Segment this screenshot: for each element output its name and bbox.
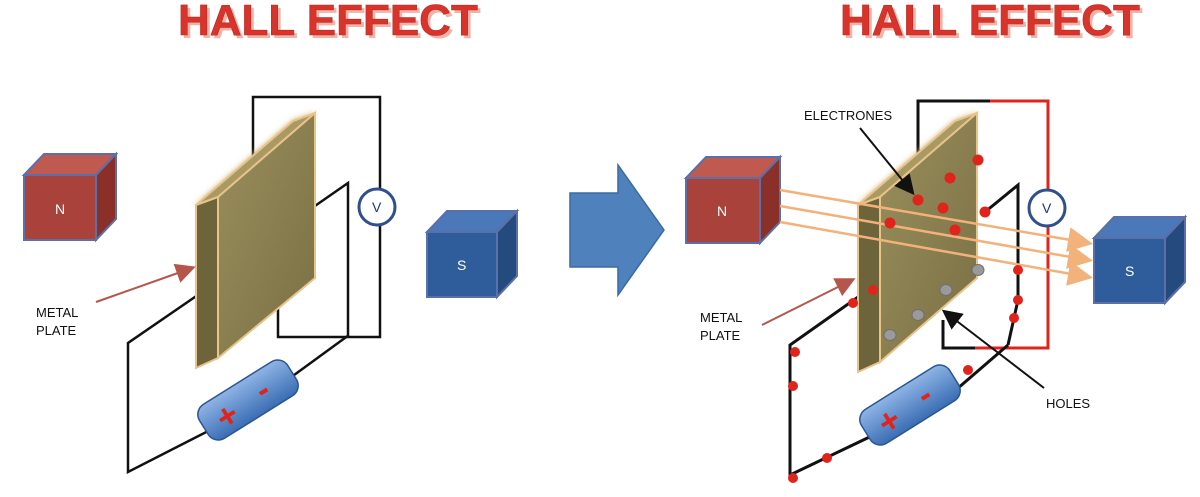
right-plate-label-line1: METAL [700,310,742,325]
right-north-magnet: N [683,154,783,246]
electrons-label: ELECTRONES [804,108,892,123]
right-magnetic-field-lines [779,188,1093,286]
left-circuit-wires [126,95,382,475]
right-south-magnet: S [1091,214,1188,306]
electrons-pointer [859,127,915,196]
right-voltmeter-label: V [1042,200,1052,216]
transition-arrow [569,162,665,298]
right-title: HALL EFFECT [840,0,1140,45]
left-plate-pointer [95,263,196,303]
right-electrons [884,154,991,236]
left-panel: HALL EFFECT HALL EFFECT N V [21,0,520,475]
right-battery: + - [859,364,961,446]
right-wire-electrons [788,265,1023,483]
left-plate-label-line2: PLATE [36,323,77,338]
right-title-shadow: HALL EFFECT [843,0,1143,48]
right-panel: HALL EFFECT HALL EFFECT N [683,0,1188,483]
right-south-label: S [1125,263,1134,279]
left-title-shadow: HALL EFFECT [181,0,481,48]
left-north-magnet: N [21,151,119,243]
right-north-label: N [717,203,727,219]
left-south-label: S [457,257,466,273]
right-holes [883,264,985,341]
left-metal-plate [195,110,316,370]
holes-pointer [941,309,1045,389]
holes-label: HOLES [1046,396,1090,411]
right-voltmeter: V [1027,188,1067,228]
left-voltmeter-label: V [372,199,382,215]
right-plate-pointer [761,278,856,326]
left-title: HALL EFFECT [178,0,478,45]
left-south-magnet: S [424,208,520,300]
left-battery: + - [197,359,299,441]
left-plate-label-line1: METAL [36,305,78,320]
left-voltmeter: V [357,187,397,227]
right-plate-label-line2: PLATE [700,328,741,343]
left-north-label: N [55,201,65,217]
